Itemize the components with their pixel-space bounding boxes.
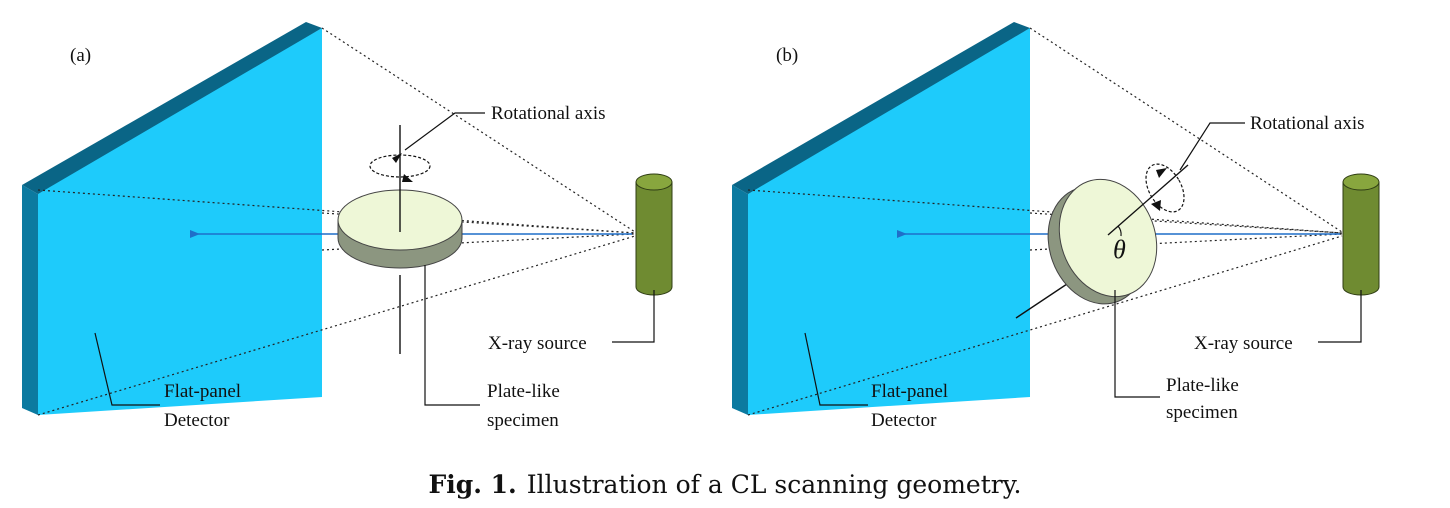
- panel-a: (a): [22, 22, 673, 431]
- panel-b-label: (b): [776, 45, 798, 66]
- source-top: [635, 173, 673, 191]
- specimen-label-b-line2: specimen: [1166, 402, 1238, 423]
- detector-top-edge: [732, 22, 1030, 194]
- caption-text: Illustration of a CL scanning geometry.: [526, 470, 1022, 499]
- leader-specimen-b: [1114, 290, 1160, 398]
- xray-source-b: [1342, 173, 1380, 296]
- source-body: [1342, 181, 1380, 296]
- specimen-label-b-line1: Plate-like: [1166, 375, 1239, 396]
- beam-cone-b: [747, 27, 1343, 416]
- specimen-label-a-line2: specimen: [487, 410, 559, 431]
- figure-number: Fig. 1.: [428, 470, 517, 499]
- detector-top-edge: [22, 22, 322, 194]
- leader-specimen-a: [424, 265, 480, 406]
- source-top: [1342, 173, 1380, 191]
- source-body: [635, 181, 673, 296]
- xray-source-label-a: X-ray source: [488, 333, 587, 354]
- panel-a-label: (a): [70, 45, 91, 66]
- figure-caption: Fig. 1. Illustration of a CL scanning geo…: [0, 470, 1450, 499]
- leader-detector-b: [804, 332, 868, 406]
- leader-rotational-axis-a: [404, 112, 485, 151]
- detector-side-edge: [22, 185, 38, 415]
- rotational-axis-line-b: [1107, 164, 1189, 236]
- specimen-label-a-line1: Plate-like: [487, 381, 560, 402]
- theta-arc: [1117, 225, 1122, 237]
- xray-source-a: [635, 173, 673, 296]
- rotation-arrow-a: [369, 153, 431, 182]
- rotational-axis-line-lower-b: [1015, 281, 1071, 319]
- flat-panel-detector-b: [732, 22, 1030, 415]
- leader-rotational-axis-b: [1179, 122, 1245, 171]
- beam-cone-a: [37, 27, 636, 416]
- flat-panel-detector-a: [22, 22, 322, 415]
- plate-specimen-b: [1047, 178, 1158, 305]
- detector-side-edge: [732, 185, 748, 415]
- detector-label-b-line2: Detector: [871, 410, 937, 431]
- detector-face: [748, 28, 1030, 415]
- detector-label-a-line1: Flat-panel: [164, 381, 241, 402]
- detector-label-b-line1: Flat-panel: [871, 381, 948, 402]
- rotational-axis-label-a: Rotational axis: [491, 103, 606, 124]
- detector-face: [38, 28, 322, 415]
- detector-label-a-line2: Detector: [164, 410, 230, 431]
- specimen-face: [1058, 178, 1158, 298]
- theta-label: θ: [1113, 235, 1126, 264]
- leader-xray-source-a: [612, 290, 655, 343]
- rotational-axis-label-b: Rotational axis: [1250, 113, 1365, 134]
- leader-xray-source-b: [1318, 290, 1362, 343]
- leader-detector-a: [94, 332, 160, 406]
- panel-b: (b) θ: [732, 22, 1380, 431]
- rotation-arrow-b: [1145, 163, 1185, 213]
- xray-source-label-b: X-ray source: [1194, 333, 1293, 354]
